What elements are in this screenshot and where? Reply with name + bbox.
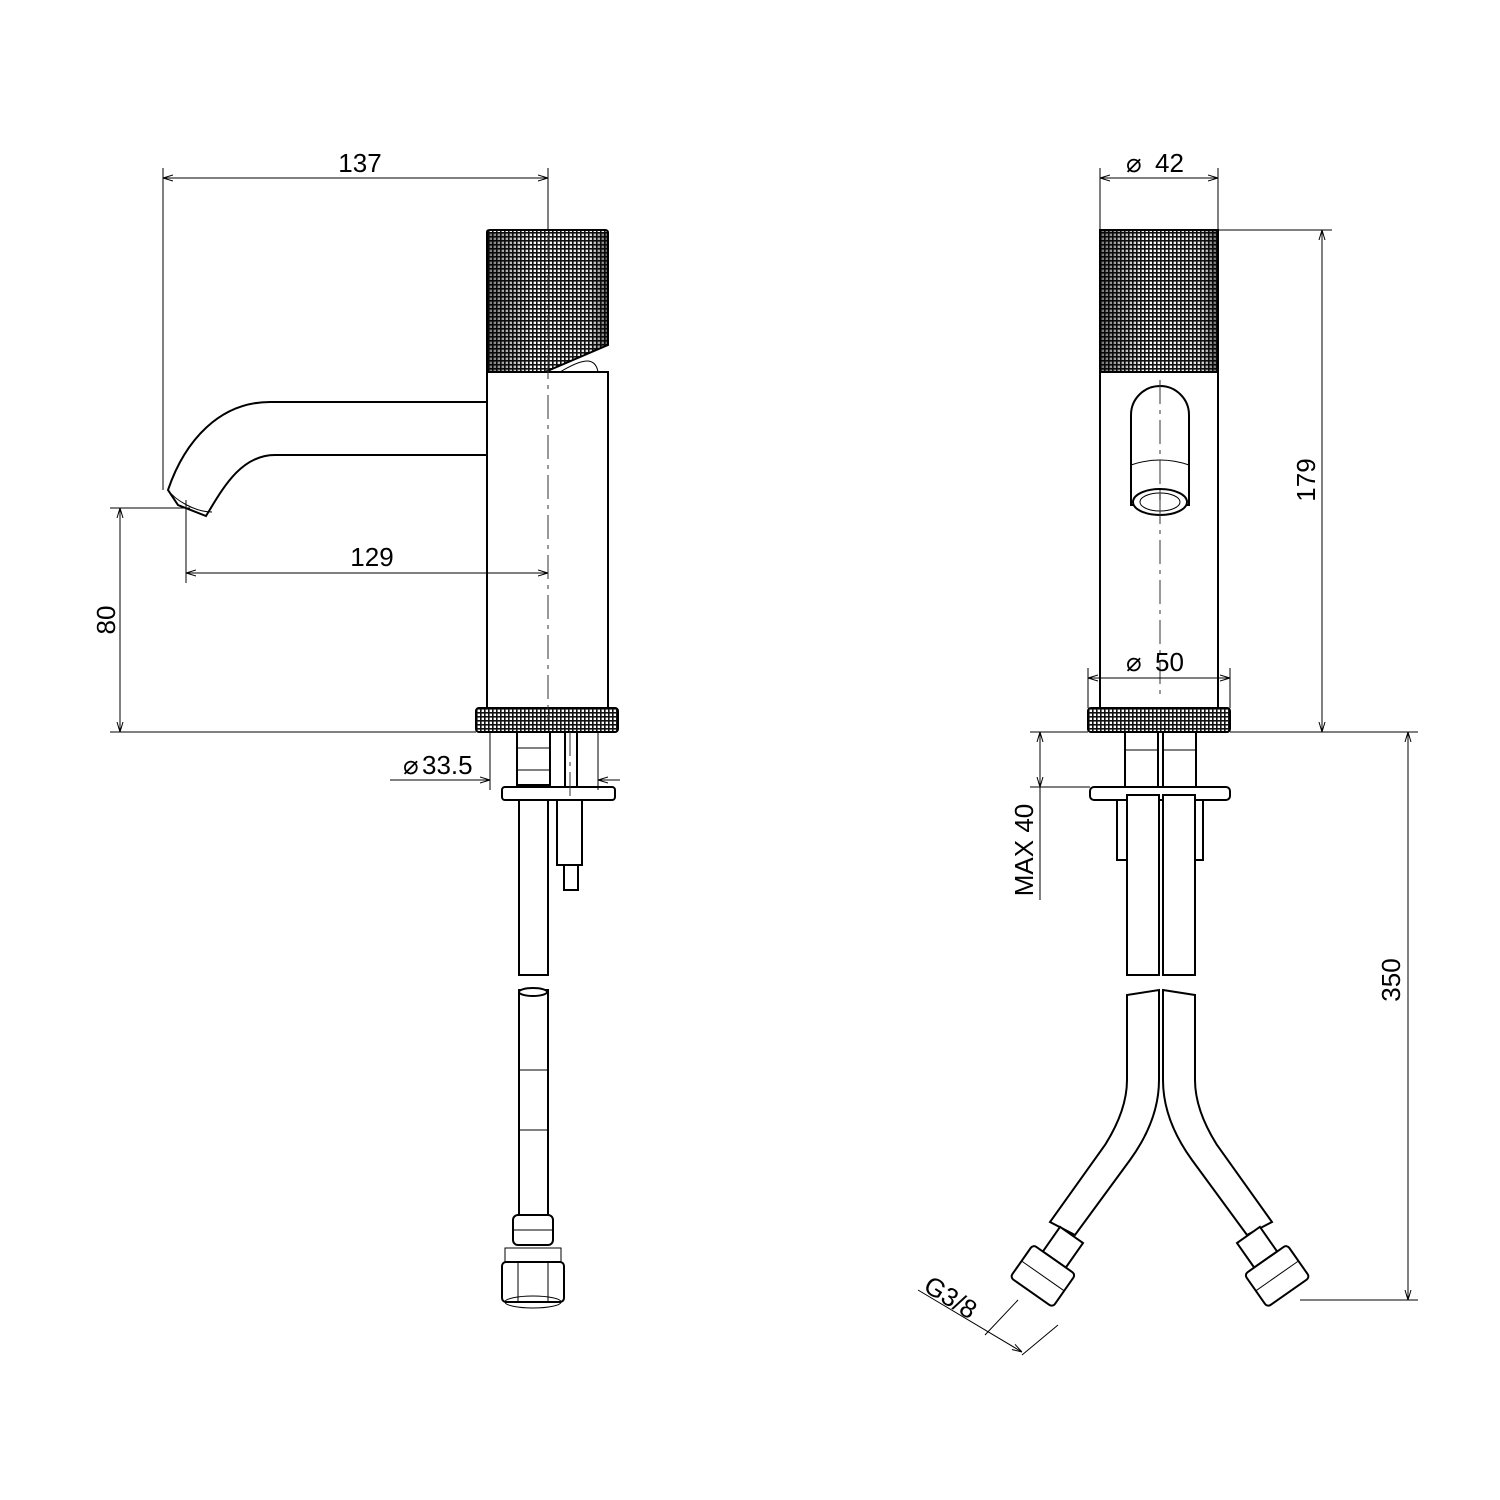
dim-base-diameter: 50	[1155, 647, 1184, 677]
dim-hole-diameter: 33.5	[422, 750, 473, 780]
hose-left-lower	[1048, 988, 1160, 1237]
hose-left-upper	[1126, 794, 1160, 976]
base-ring	[475, 707, 619, 733]
dim-max-deck: MAX 40	[1009, 804, 1039, 897]
diameter-symbol: ⌀	[403, 750, 419, 780]
base-ring-front	[1087, 707, 1231, 733]
side-view: 137 129 80 ⌀ 33.5	[91, 148, 620, 1309]
threaded-rod	[556, 799, 583, 866]
dim-spout-reach: 129	[350, 542, 393, 572]
dim-overall-reach: 137	[338, 148, 381, 178]
hose-right-upper	[1162, 794, 1196, 976]
spout-outlet	[1130, 385, 1190, 506]
dim-handle-diameter: 42	[1155, 148, 1184, 178]
dim-body-height: 179	[1291, 458, 1321, 501]
dim-spout-height: 80	[91, 606, 121, 635]
dim-hose-length: 350	[1376, 958, 1406, 1001]
spout	[166, 401, 488, 518]
diameter-symbol: ⌀	[1126, 647, 1142, 677]
diameter-symbol: ⌀	[1126, 148, 1142, 178]
dim-thread: G3/8	[919, 1270, 983, 1325]
hose-lower	[518, 989, 549, 1221]
front-view: ⌀ 42 ⌀ 50 179 MAX 40 350 G3/8	[917, 148, 1418, 1356]
hose-right-lower	[1162, 988, 1274, 1237]
